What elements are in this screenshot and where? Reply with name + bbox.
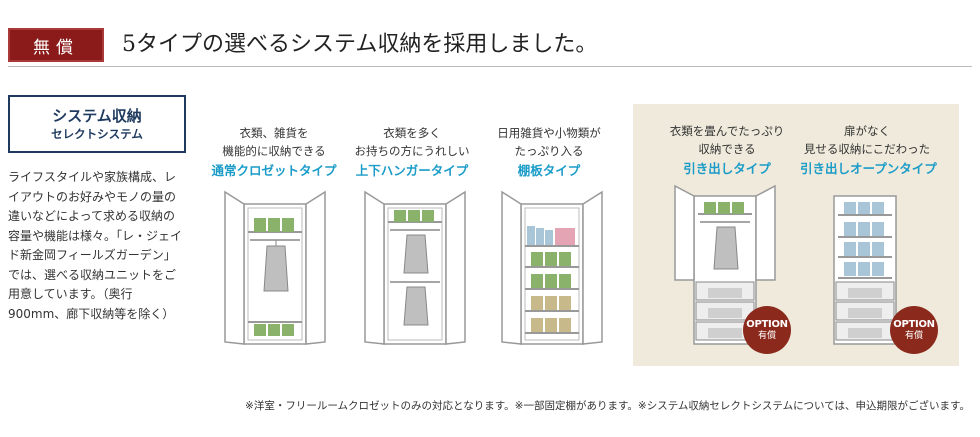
type-caption-line2: 機能的に収納できる [222,144,326,158]
double-hanger-illustration [364,190,466,345]
system-subtitle: セレクトシステム [51,127,143,141]
option-label: OPTION [893,318,935,330]
open-drawer-illustration [833,195,897,345]
intro-description: ライフスタイルや家族構成、レイアウトのお好みやモノの量の違いなどによって求める収… [8,170,183,321]
type-caption-line2: 見せる収納にこだわった [803,142,931,156]
type-title: 棚板タイプ [517,163,581,178]
system-title-box: システム収納 セレクトシステム [8,95,186,153]
option-sublabel: 有償 [904,330,923,341]
normal-closet-illustration [224,190,326,345]
headline: 5タイプの選べるシステム収納を採用しました。 [122,32,598,57]
type-caption-line1: 衣類、雑貨を [239,126,309,140]
option-sublabel: 有償 [757,330,776,341]
header-divider [8,66,972,67]
type-title: 引き出しオープンタイプ [800,161,937,176]
free-badge: 無償 [8,28,104,62]
footnote: ※洋室・フリールームクロゼットのみの対応となります。※一部固定棚があります。※シ… [245,400,970,412]
type-caption-line1: 日用雑貨や小物類が [497,126,601,140]
type-open-drawer: 扉がなく 見せる収納にこだわった 引き出しオープンタイプ [800,122,937,178]
type-double-hanger: 衣類を多く お持ちの方にうれしい 上下ハンガータイプ [345,124,479,180]
type-title: 上下ハンガータイプ [355,163,469,178]
type-shelf: 日用雑貨や小物類が たっぷり入る 棚板タイプ [482,124,616,180]
type-caption-line1: 衣類を多く [383,126,441,140]
option-badge-drawer: OPTION 有償 [743,306,791,354]
type-caption-line1: 衣類を畳んでたっぷり [669,124,785,138]
type-normal-closet: 衣類、雑貨を 機能的に収納できる 通常クロゼットタイプ [207,124,341,180]
type-title: 通常クロゼットタイプ [211,163,337,178]
type-title: 引き出しタイプ [683,161,771,176]
type-drawer: 衣類を畳んでたっぷり 収納できる 引き出しタイプ [660,122,794,178]
shelf-illustration [501,190,603,345]
type-caption-line2: 収納できる [698,142,756,156]
type-caption-line1: 扉がなく [844,124,890,138]
type-caption-line2: たっぷり入る [514,144,584,158]
option-label: OPTION [746,318,788,330]
system-title: システム収納 [52,107,142,125]
type-caption-line2: お持ちの方にうれしい [354,144,470,158]
option-badge-open: OPTION 有償 [890,306,938,354]
